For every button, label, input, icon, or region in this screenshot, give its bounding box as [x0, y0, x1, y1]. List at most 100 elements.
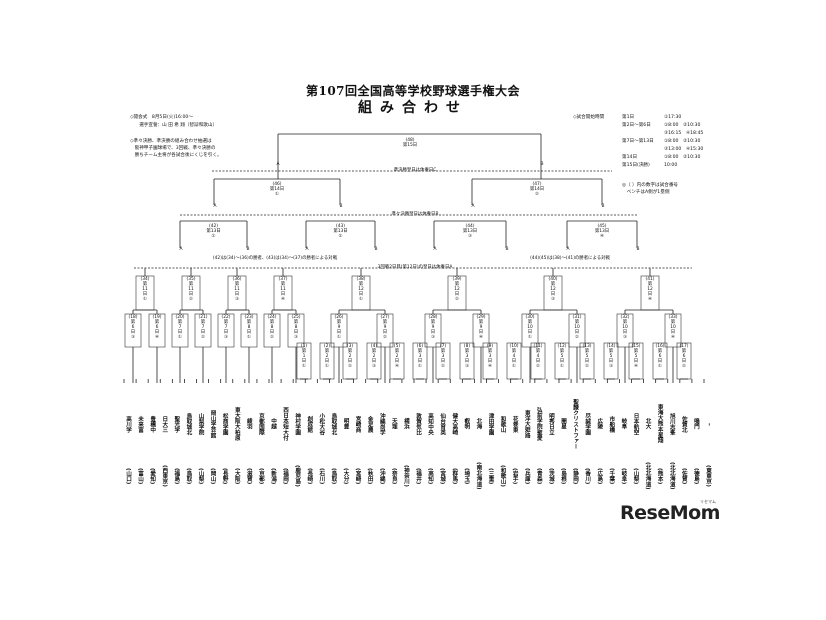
round1-game-label: (3) 第 2 日 ②	[346, 344, 354, 369]
schedule-row: 第15日(決勝)	[622, 163, 650, 168]
opening-note: ◇開会式 8月5日(火)16:00〜	[130, 115, 193, 120]
semifinal-game-label: (47) 第14日 ②	[529, 182, 545, 197]
team-prefecture: (静岡)	[572, 467, 579, 485]
rule-note-2: 阪神甲子園球場で、3回戦、準々決勝の	[130, 146, 216, 151]
round3-game-label: (41) 第 12 日 ④	[645, 277, 655, 302]
team-name: 沖縄尚学	[378, 412, 385, 436]
round1-game-label: (2) 第 2 日 ①	[323, 344, 331, 369]
team-prefecture: (埼玉)	[463, 467, 470, 485]
team-prefecture: (西東京)	[161, 465, 168, 487]
team-name: 仙台育英	[439, 412, 446, 436]
team-name: 鳥取城北	[330, 412, 337, 436]
round3-game-label: (40) 第 12 日 ③	[548, 277, 558, 302]
side-a: A	[566, 247, 570, 252]
page-title: 第107回全国高等学校野球選手権大会	[305, 84, 521, 98]
side-b: B	[339, 204, 343, 209]
round2-game-label: (31) 第 10 日 ②	[572, 315, 582, 340]
rule-note-1: ◇準々決勝、準決勝の組み合わせ抽選は	[130, 139, 212, 144]
qf-game-label: (42) 第13日 ①	[206, 224, 221, 239]
round2-game-label: (21) 第 7 日 ②	[198, 315, 208, 340]
team-prefecture: (山口)	[125, 467, 131, 485]
team-name: 金足農	[366, 415, 373, 433]
side-b: B	[601, 204, 605, 209]
team-prefecture: (島根)	[560, 467, 566, 485]
schedule-note-1: ◎（ ）内の数字は試合番号	[622, 183, 679, 188]
team-name: 高知中央	[427, 412, 434, 436]
team-name: 日本航空	[632, 412, 639, 436]
team-prefecture: (高知)	[427, 467, 434, 485]
team-prefecture: (兵庫)	[523, 467, 530, 485]
r3-rest-banner: 3回戦2日目(第12日)の翌日は休養日A	[377, 265, 453, 270]
round2-game-label: (33) 第 10 日 ④	[668, 315, 678, 340]
team-name: 神村学園	[294, 412, 301, 436]
team-prefecture: (宮城)	[439, 467, 446, 485]
team-prefecture: (鳥取)	[185, 467, 192, 485]
team-name: 開星	[560, 418, 566, 430]
round2-game-label: (30) 第 10 日 ①	[525, 315, 535, 340]
team-name: 天理	[390, 418, 397, 430]
round1-game-label: (5) 第 2 日 ④	[393, 344, 401, 369]
qf-note-b: (44)(45)は(38)〜(41)の勝者による対戦	[530, 256, 610, 261]
team-prefecture: (三重)	[487, 467, 494, 485]
round2-game-label: (22) 第 7 日 ③	[221, 315, 231, 340]
team-prefecture: (富山)	[137, 467, 144, 485]
team-prefecture: (熊本)	[656, 467, 663, 485]
side-a: A	[471, 204, 475, 209]
team-name: 和歌山	[499, 415, 506, 433]
team-name: 明豊	[342, 418, 349, 430]
round1-game-label: (17) 第 6 日 ②	[679, 344, 689, 369]
qf-rest-banner: 準々決勝翌日は休養日B	[391, 212, 439, 217]
round3-game-label: (36) 第 11 日 ③	[232, 277, 242, 302]
team-prefecture: (山梨)	[632, 467, 639, 485]
team-name: 松商学園	[221, 412, 228, 436]
schedule-row: 第14日	[622, 155, 638, 160]
round1-game-label: (6) 第 3 日 ①	[416, 344, 424, 369]
rule-note-3: 勝ちチーム主将が各試合後にくじを引く。	[130, 153, 222, 158]
team-prefecture: (新潟)	[270, 467, 276, 485]
team-name: 鳴門	[692, 418, 699, 430]
team-prefecture: (滋賀)	[245, 467, 252, 485]
team-prefecture: (群馬)	[451, 467, 458, 485]
team-name: 日大三	[161, 415, 168, 433]
team-prefecture: (奈良)	[390, 467, 397, 485]
team-name: 聖隷クリストファー	[572, 398, 579, 450]
team-prefecture: (石川)	[318, 467, 325, 485]
round2-game-label: (18) 第 6 日 ③	[128, 315, 138, 340]
team-prefecture: (福井)	[415, 467, 421, 485]
round1-game-label: (7) 第 3 日 ②	[439, 344, 447, 369]
team-name: 小松大谷	[318, 412, 325, 436]
semifinal-game-label: (46) 第14日 ①	[269, 182, 285, 197]
team-name: 旭川志峯	[668, 412, 675, 436]
round2-game-label: (20) 第 7 日 ①	[175, 315, 185, 340]
side-a: A	[433, 247, 437, 252]
team-name: 津田学園	[487, 412, 494, 436]
team-prefecture: (京都)	[257, 467, 264, 485]
team-prefecture: (山梨)	[197, 467, 204, 485]
schedule-times: ①8:00 ②10:30	[664, 123, 701, 128]
round1-game-label: (13) 第 5 日 ②	[582, 344, 592, 369]
round1-game-label: (15) 第 5 日 ④	[631, 344, 641, 369]
team-prefecture: (北北海道)	[668, 462, 675, 490]
round1-game-label: (4) 第 2 日 ③	[370, 344, 378, 369]
team-prefecture: (広島)	[596, 467, 603, 485]
team-prefecture: (茨城)	[547, 467, 554, 485]
team-name: 西日本短大付	[282, 407, 289, 441]
team-name: 宮崎商	[354, 415, 361, 433]
team-prefecture: (大分)	[342, 467, 349, 485]
team-name: 豊橋中	[149, 415, 156, 433]
round1-game-label: (10) 第 4 日 ①	[509, 344, 519, 369]
team-prefecture: (岩手)	[511, 467, 518, 485]
side-b: B	[505, 247, 509, 252]
round3-game-label: (37) 第 11 日 ④	[278, 277, 288, 302]
team-prefecture: (神奈川)	[402, 465, 409, 487]
team-prefecture: (秋田)	[366, 467, 373, 485]
team-name: 花巻東	[511, 415, 518, 433]
round3-game-label: (38) 第 12 日 ①	[356, 277, 366, 302]
team-prefecture: (南北海道)	[475, 462, 482, 490]
team-prefecture: (東東京)	[705, 465, 711, 487]
round3-game-label: (39) 第 12 日 ②	[452, 277, 462, 302]
team-prefecture: (長崎)	[306, 467, 313, 485]
team-name: 鳥取城北	[185, 412, 192, 436]
team-prefecture: (徳島)	[692, 467, 699, 485]
round1-game-label: (9) 第 3 日 ④	[486, 344, 494, 369]
